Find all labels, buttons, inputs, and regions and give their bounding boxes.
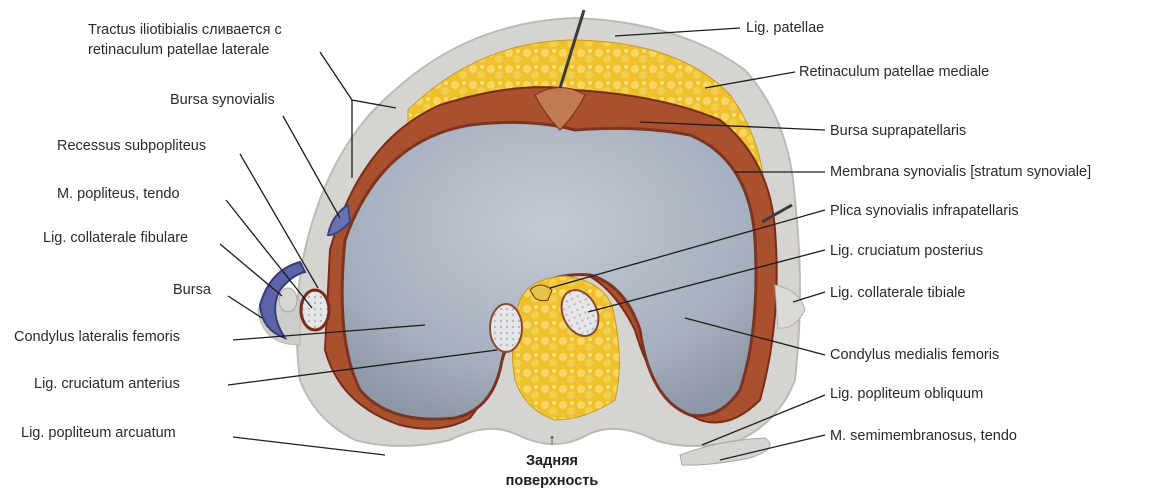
label-tractus-iliotibialis-line2: retinaculum patellae laterale bbox=[88, 42, 269, 58]
label-lig-cruciatum-anterius: Lig. cruciatum anterius bbox=[34, 376, 180, 392]
posterior-arrow: ↑ bbox=[548, 432, 555, 448]
label-lig-popliteum-arcuatum: Lig. popliteum arcuatum bbox=[21, 425, 176, 441]
label-retinaculum-patellae-mediale: Retinaculum patellae mediale bbox=[799, 64, 989, 80]
fibular-collateral-ligament-shape bbox=[279, 288, 297, 312]
label-posterior-surface-line2: поверхность bbox=[506, 473, 599, 489]
label-condylus-lateralis-femoris: Condylus lateralis femoris bbox=[14, 329, 180, 345]
label-plica-synovialis-infrapatellaris: Plica synovialis infrapatellaris bbox=[830, 203, 1019, 219]
anterior-cruciate-ligament bbox=[490, 304, 522, 352]
label-lig-cruciatum-posterius: Lig. cruciatum posterius bbox=[830, 243, 983, 259]
label-bursa-synovialis: Bursa synovialis bbox=[170, 92, 275, 108]
label-lig-collaterale-tibiale: Lig. collaterale tibiale bbox=[830, 285, 965, 301]
label-bursa-suprapatellaris: Bursa suprapatellaris bbox=[830, 123, 966, 139]
label-lig-collaterale-fibulare: Lig. collaterale fibulare bbox=[43, 230, 188, 246]
label-m-popliteus-tendo: M. popliteus, tendo bbox=[57, 186, 180, 202]
label-m-semimembranosus-tendo: M. semimembranosus, tendo bbox=[830, 428, 1017, 444]
label-condylus-medialis-femoris: Condylus medialis femoris bbox=[830, 347, 999, 363]
label-lig-popliteum-obliquum: Lig. popliteum obliquum bbox=[830, 386, 983, 402]
label-posterior-surface-line1: Задняя bbox=[526, 453, 578, 469]
label-lig-patellae: Lig. patellae bbox=[746, 20, 824, 36]
label-bursa: Bursa bbox=[173, 282, 212, 298]
label-tractus-iliotibialis-line1: Tractus iliotibialis сливается с bbox=[88, 22, 282, 38]
popliteus-tendon-shape bbox=[301, 290, 329, 330]
label-membrana-synovialis: Membrana synovialis [stratum synoviale] bbox=[830, 164, 1091, 180]
label-recessus-subpopliteus: Recessus subpopliteus bbox=[57, 138, 206, 154]
